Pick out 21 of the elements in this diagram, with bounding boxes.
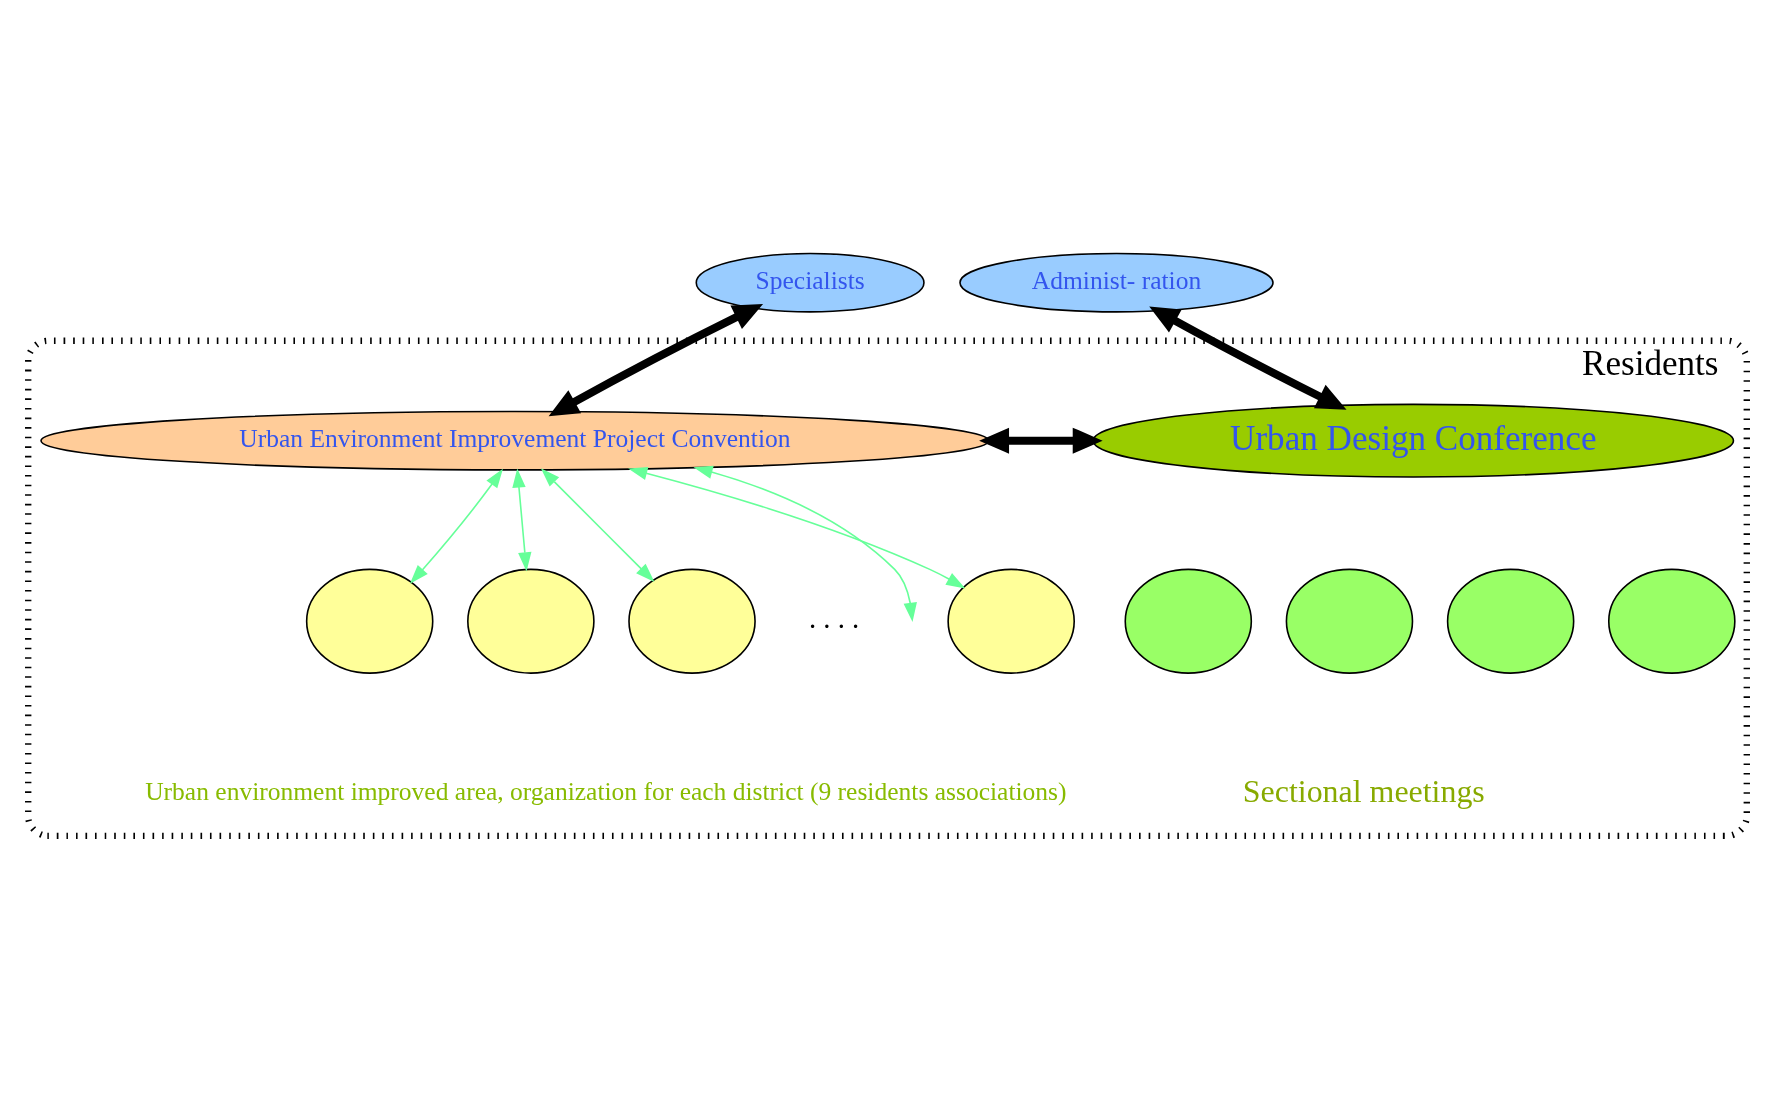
arrow	[1149, 305, 1347, 410]
arrow	[540, 467, 655, 582]
node-ellipse: Urban Design Conference	[1092, 403, 1735, 478]
node-circle	[1124, 568, 1253, 674]
arrow	[548, 303, 764, 416]
node-circle	[1446, 568, 1575, 674]
label: . . . .	[808, 601, 860, 634]
node-circle	[1607, 568, 1736, 674]
label: Urban environment improved area, organization for each district (9 residents associations)	[145, 776, 1067, 806]
arrow	[628, 466, 966, 588]
label: Sectional meetings	[1242, 773, 1485, 809]
arrow	[409, 468, 503, 584]
node-circle	[1285, 568, 1414, 674]
node-circle	[305, 568, 434, 674]
arrow	[693, 465, 917, 622]
node-circle	[467, 568, 595, 674]
node-circle	[628, 568, 756, 674]
node-ellipse: Specialists	[695, 252, 925, 313]
arrow	[512, 467, 532, 571]
node-ellipse: Administ- ration	[959, 252, 1274, 313]
arrow	[979, 427, 1103, 454]
